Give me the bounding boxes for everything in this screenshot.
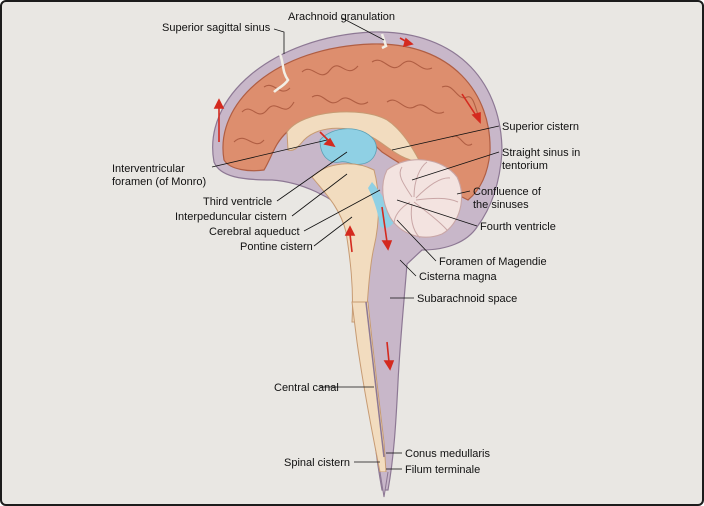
sagittal-sinus-vein bbox=[273, 53, 290, 93]
label-cisterna-magna: Cisterna magna bbox=[419, 271, 498, 283]
label-third-ventricle: Third ventricle bbox=[203, 196, 272, 208]
aqueduct-csf bbox=[368, 182, 394, 229]
label-interventricular-line2: foramen (of Monro) bbox=[112, 176, 206, 188]
label-spinal-cistern: Spinal cistern bbox=[284, 457, 350, 469]
ventricle-csf bbox=[319, 128, 377, 165]
label-cerebral-aqueduct: Cerebral aqueduct bbox=[209, 226, 300, 238]
diagram-labels: Superior sagittal sinus Arachnoid granul… bbox=[112, 11, 580, 476]
central-canal-line bbox=[365, 301, 385, 458]
label-central-canal: Central canal bbox=[274, 382, 339, 394]
csf-flow-arrows bbox=[213, 37, 481, 371]
label-pontine-cistern: Pontine cistern bbox=[240, 241, 313, 253]
label-straight-sinus-line2: tentorium bbox=[502, 160, 548, 172]
arachnoid-granulation-shape bbox=[380, 33, 388, 50]
leader-lines bbox=[211, 17, 500, 470]
label-superior-cistern: Superior cistern bbox=[502, 121, 579, 133]
label-interventricular-line1: Interventricular bbox=[112, 163, 185, 175]
label-confluence-line1: Confluence of bbox=[473, 186, 542, 198]
label-foramen-of-magendie: Foramen of Magendie bbox=[439, 256, 547, 268]
label-confluence-line2: the sinuses bbox=[473, 199, 529, 211]
label-interpeduncular-cistern: Interpeduncular cistern bbox=[175, 211, 287, 223]
label-filum-terminale: Filum terminale bbox=[405, 464, 480, 476]
label-superior-sagittal-sinus: Superior sagittal sinus bbox=[162, 22, 271, 34]
label-fourth-ventricle: Fourth ventricle bbox=[480, 221, 556, 233]
brainstem bbox=[311, 163, 379, 323]
label-subarachnoid-space: Subarachnoid space bbox=[417, 293, 517, 305]
cerebellum-folia bbox=[393, 161, 459, 239]
label-conus-medullaris: Conus medullaris bbox=[405, 448, 490, 460]
corpus-callosum bbox=[286, 111, 421, 163]
label-straight-sinus-line1: Straight sinus in bbox=[502, 147, 580, 159]
label-arachnoid-granulation: Arachnoid granulation bbox=[288, 11, 395, 23]
filum-terminale-shape bbox=[379, 471, 389, 498]
